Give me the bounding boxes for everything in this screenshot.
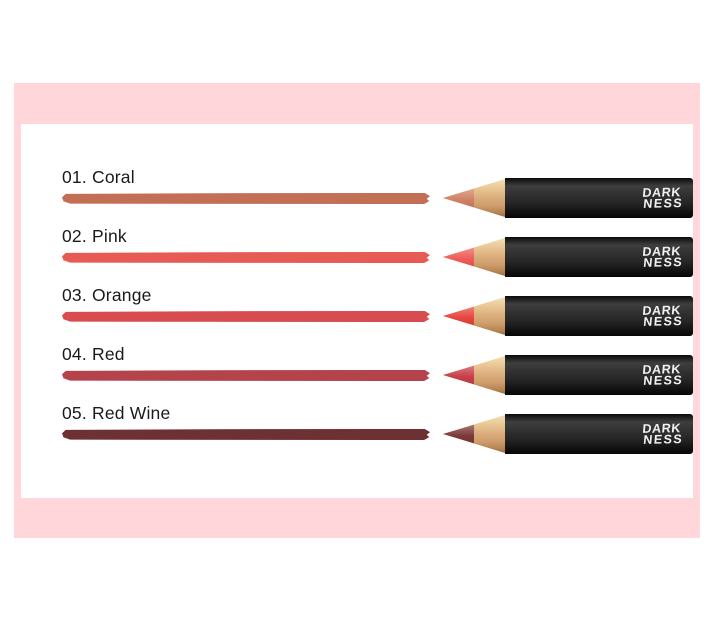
shade-label: 02. Pink bbox=[62, 226, 127, 246]
brand-logo: DARK NESS bbox=[642, 421, 685, 447]
product-row-orange: 03. Orange DARK NESS bbox=[21, 283, 693, 342]
shade-label: 03. Orange bbox=[62, 285, 152, 305]
pencil-image: DARK NESS bbox=[443, 355, 693, 395]
brand-logo: DARK NESS bbox=[642, 303, 685, 329]
shade-swatch bbox=[62, 370, 430, 381]
product-row-red-wine: 05. Red Wine DARK NESS bbox=[21, 401, 693, 460]
pencil-image: DARK NESS bbox=[443, 414, 693, 454]
brand-logo: DARK NESS bbox=[642, 362, 685, 388]
pencil-body: DARK NESS bbox=[505, 355, 693, 395]
brand-logo-line2: NESS bbox=[643, 195, 685, 211]
pencil-image: DARK NESS bbox=[443, 237, 693, 277]
product-row-red: 04. Red DARK NESS bbox=[21, 342, 693, 401]
pencil-body: DARK NESS bbox=[505, 296, 693, 336]
shade-swatch bbox=[62, 193, 430, 204]
pencil-lead-tip bbox=[443, 424, 474, 444]
brand-logo-line2: NESS bbox=[643, 313, 685, 329]
pencil-image: DARK NESS bbox=[443, 296, 693, 336]
shade-swatch bbox=[62, 252, 430, 263]
content-panel: 01. Coral DARK NESS 02. Pink DARK NESS bbox=[21, 124, 693, 498]
pencil-body: DARK NESS bbox=[505, 414, 693, 454]
pencil-body: DARK NESS bbox=[505, 178, 693, 218]
brand-logo: DARK NESS bbox=[642, 244, 685, 270]
pencil-image: DARK NESS bbox=[443, 178, 693, 218]
shade-label: 05. Red Wine bbox=[62, 403, 171, 423]
product-row-pink: 02. Pink DARK NESS bbox=[21, 224, 693, 283]
product-row-coral: 01. Coral DARK NESS bbox=[21, 165, 693, 224]
pencil-body: DARK NESS bbox=[505, 237, 693, 277]
pencil-lead-tip bbox=[443, 365, 474, 385]
brand-logo-line2: NESS bbox=[643, 431, 685, 447]
brand-logo-line2: NESS bbox=[643, 254, 685, 270]
pencil-lead-tip bbox=[443, 306, 474, 326]
shade-label: 04. Red bbox=[62, 344, 125, 364]
pencil-lead-tip bbox=[443, 188, 474, 208]
brand-logo-line2: NESS bbox=[643, 372, 685, 388]
brand-logo: DARK NESS bbox=[642, 185, 685, 211]
shade-swatch bbox=[62, 429, 430, 440]
shade-swatch bbox=[62, 311, 430, 322]
shade-label: 01. Coral bbox=[62, 167, 135, 187]
pencil-lead-tip bbox=[443, 247, 474, 267]
